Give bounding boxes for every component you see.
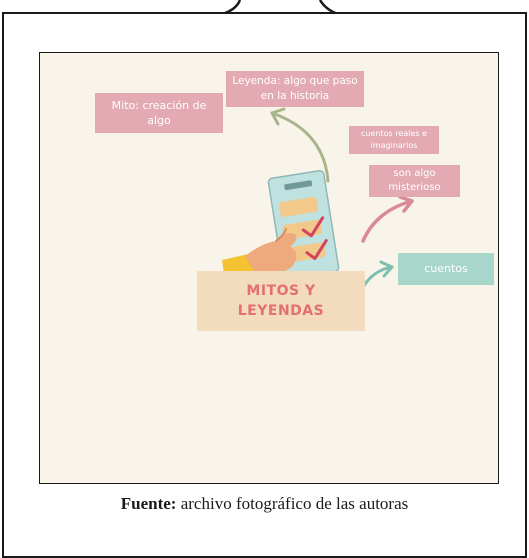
central-title-line-1: MITOS Y — [246, 282, 316, 299]
caption-label: Fuente: — [120, 494, 177, 513]
central-title-box: MITOS Y LEYENDAS — [197, 271, 365, 331]
central-title-line-2: LEYENDAS — [237, 303, 325, 319]
note-misterioso: son algo misterioso — [369, 165, 460, 197]
figure-frame: Mito: creación de algo Leyenda: algo que… — [2, 12, 527, 558]
note-cuentos: cuentos — [398, 253, 494, 285]
note-leyenda: Leyenda: algo que paso en la historia — [226, 71, 364, 107]
note-mito: Mito: creación de algo — [95, 93, 223, 133]
figure-caption: Fuente: archivo fotográfico de las autor… — [0, 494, 529, 514]
note-cuentos-reales: cuentos reales e imaginarios — [349, 126, 439, 154]
mindmap-image: Mito: creación de algo Leyenda: algo que… — [39, 52, 499, 484]
arrow-leyenda — [270, 111, 330, 183]
caption-text: archivo fotográfico de las autoras — [176, 494, 409, 513]
arrow-misterioso — [361, 199, 414, 243]
